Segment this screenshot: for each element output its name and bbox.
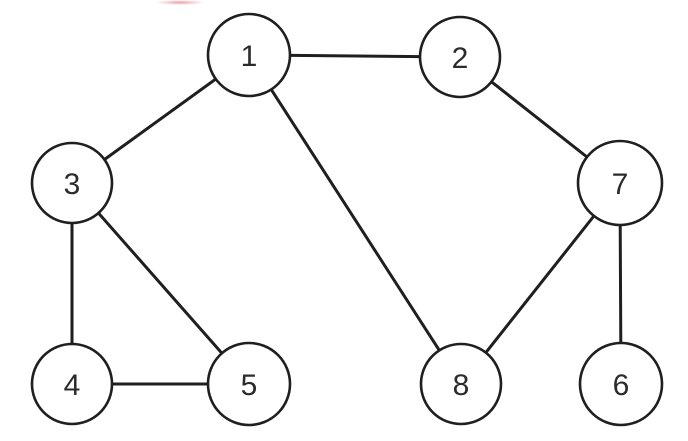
node-7: 7 (576, 139, 664, 227)
node-4: 4 (30, 342, 114, 426)
node-8: 8 (419, 342, 503, 426)
node-2: 2 (418, 15, 502, 99)
node-circle-3 (30, 141, 114, 225)
node-3: 3 (30, 141, 114, 225)
node-6: 6 (578, 341, 664, 427)
node-label-8: 8 (453, 369, 470, 402)
node-circle-8 (419, 342, 503, 426)
node-circle-7 (576, 139, 664, 227)
edge-1-8 (247, 53, 463, 386)
edge-3-5 (70, 181, 251, 386)
node-label-5: 5 (241, 369, 258, 402)
node-5: 5 (206, 341, 292, 427)
node-label-1: 1 (241, 40, 258, 73)
node-circle-6 (578, 341, 664, 427)
node-label-7: 7 (612, 168, 629, 201)
node-label-2: 2 (452, 42, 469, 75)
node-circle-1 (206, 12, 292, 98)
node-circle-5 (206, 341, 292, 427)
node-label-3: 3 (64, 168, 81, 201)
node-label-4: 4 (64, 369, 81, 402)
node-circle-4 (30, 342, 114, 426)
node-circle-2 (418, 15, 502, 99)
node-1: 1 (206, 12, 292, 98)
node-label-6: 6 (613, 369, 630, 402)
